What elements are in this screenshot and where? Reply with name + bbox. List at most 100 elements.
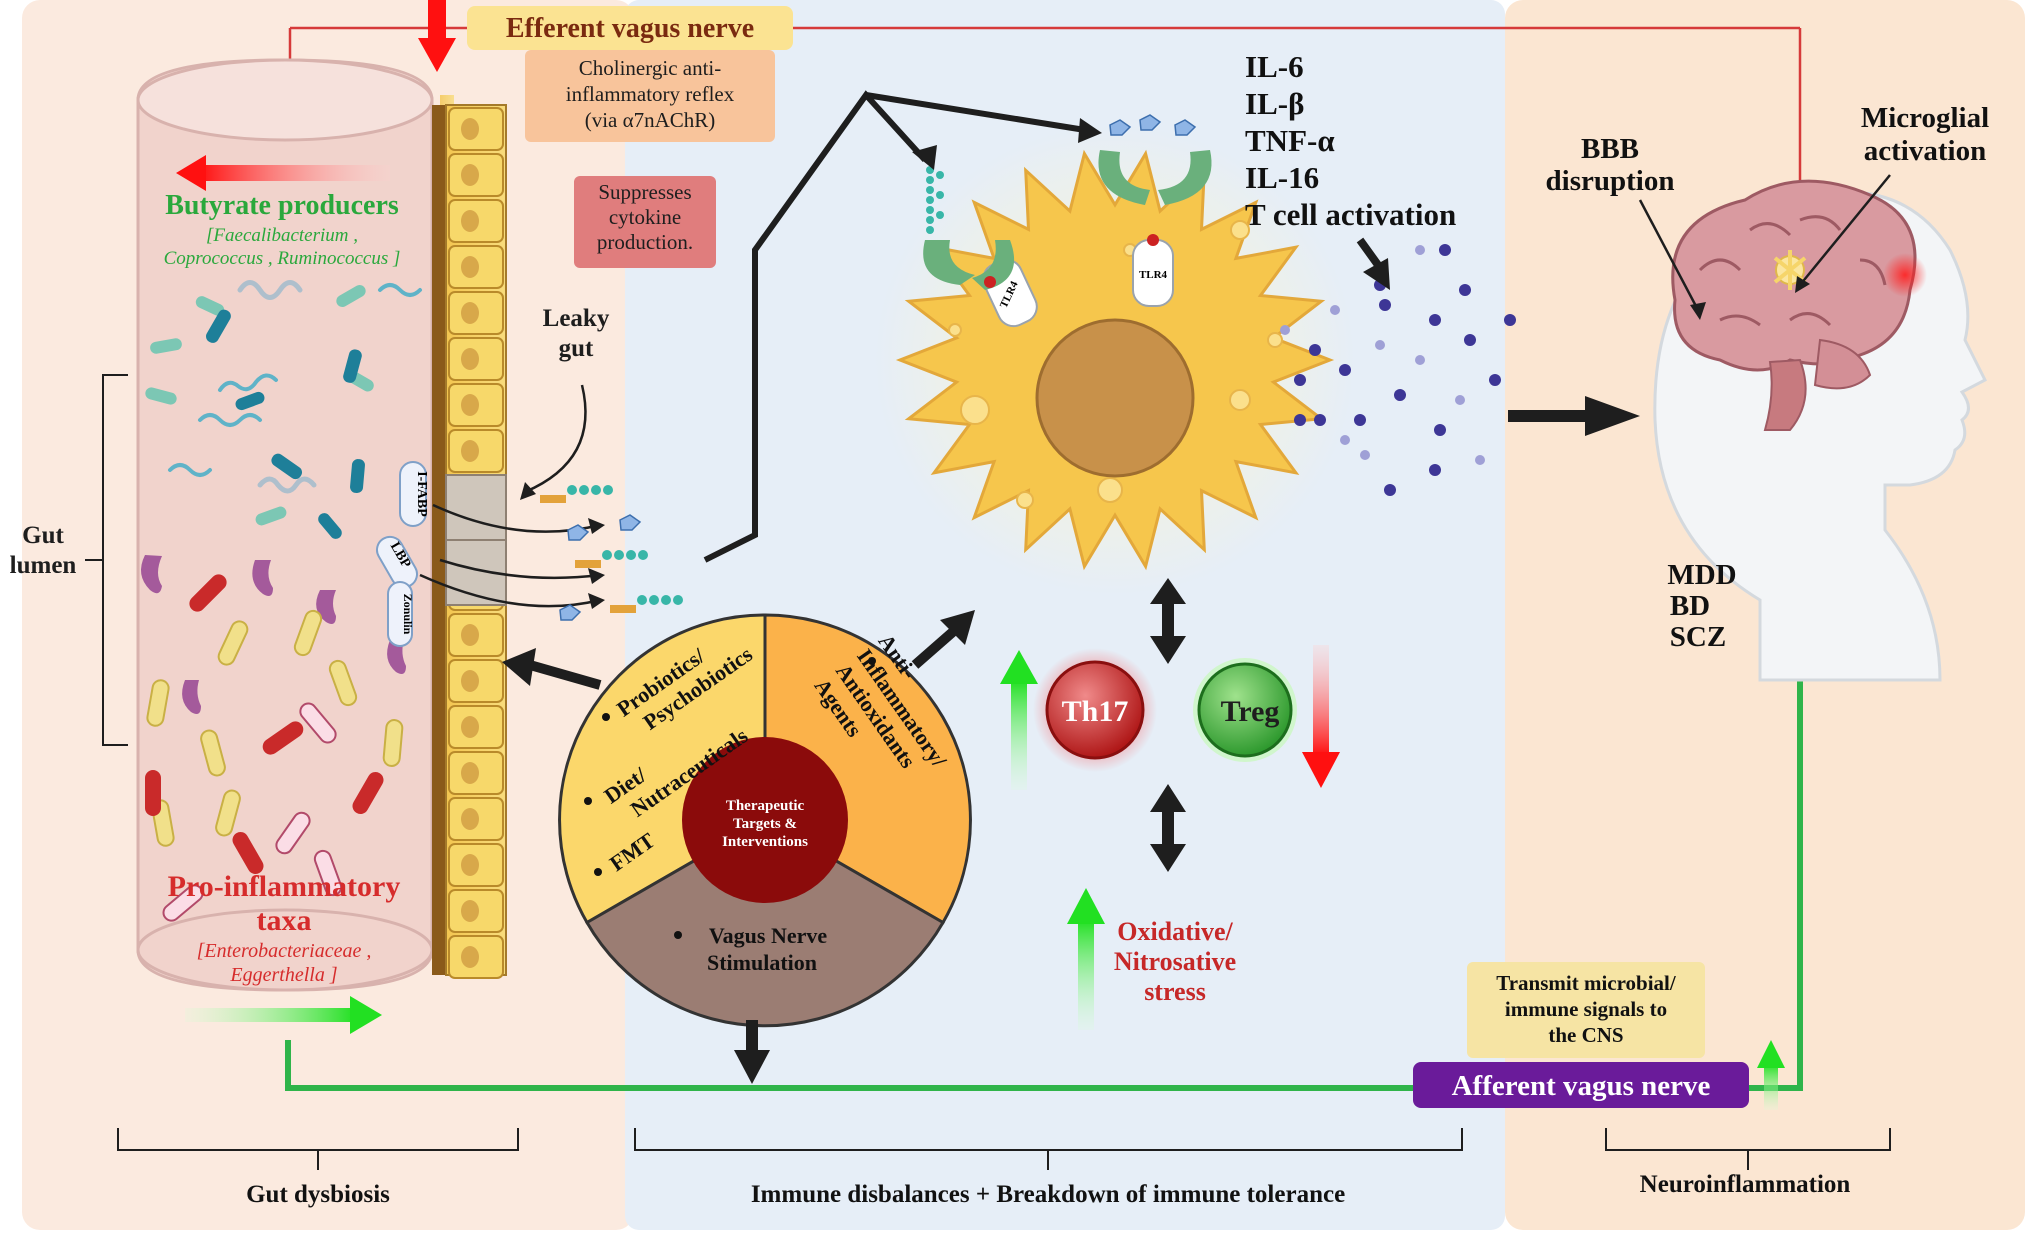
therapy-center-3: Interventions <box>722 834 808 850</box>
treg-decrease-arrow <box>1302 645 1340 788</box>
epithelial-nucleus <box>461 394 479 416</box>
cytokine-dot <box>1489 374 1501 386</box>
epithelial-nucleus <box>461 762 479 784</box>
disorder-2: BD <box>1670 590 1710 622</box>
cytokine-4: IL-16 <box>1245 160 1319 195</box>
cell-th-double-arrow <box>1150 578 1186 664</box>
cytokine-dot <box>1294 414 1306 426</box>
cytokine-particles <box>1280 244 1516 496</box>
epithelial-nucleus <box>461 118 479 140</box>
inflammation-glow <box>1883 253 1927 297</box>
transmit-2: immune signals to <box>1505 997 1667 1021</box>
transmit-1: Transmit microbial/ <box>1496 971 1677 995</box>
bullet-probiotics <box>602 713 610 721</box>
reflex-line-1: Cholinergic anti- <box>579 56 722 80</box>
cytokine-dot <box>1294 374 1306 386</box>
cytokine-dot <box>1429 464 1441 476</box>
efferent-vagus-label: Efferent vagus nerve <box>506 13 754 44</box>
transmit-3: the CNS <box>1548 1023 1623 1047</box>
cytokine-pointer-arrow <box>1356 237 1382 268</box>
pamp-ligands <box>926 114 1197 234</box>
bullet-fmt <box>594 868 602 876</box>
reflex-line-2: inflammatory reflex <box>566 82 735 106</box>
lps-molecules <box>540 485 683 621</box>
epithelial-nucleus <box>461 716 479 738</box>
afferent-vagus-label: Afferent vagus nerve <box>1452 1070 1711 1102</box>
epithelial-nucleus <box>461 624 479 646</box>
epithelial-nucleus <box>461 348 479 370</box>
epithelial-nucleus <box>461 808 479 830</box>
bullet-vagus <box>674 931 682 939</box>
th17-increase-arrow <box>1000 650 1038 790</box>
proinflam-title-2: taxa <box>257 904 312 937</box>
therapy-item-5a: Vagus Nerve <box>709 923 828 948</box>
oxidative-1: Oxidative/ <box>1117 917 1233 946</box>
epithelial-nucleus <box>461 164 479 186</box>
cytokine-dot <box>1415 355 1425 365</box>
gut-lumen-1: Gut <box>22 522 64 549</box>
cytokine-dot <box>1455 395 1465 405</box>
brain-pointer-arrows <box>1638 174 1891 311</box>
leaky-gut-arrowheads <box>520 482 605 609</box>
th17-label: Th17 <box>1062 695 1129 728</box>
cytokine-dot <box>1339 364 1351 376</box>
proinflam-taxa-1: [Enterobacteriaceae , <box>197 940 372 962</box>
tight-junction-gap <box>445 474 507 606</box>
marker-ifabp-label: I-FABP <box>414 471 429 517</box>
cytokine-dot <box>1415 245 1425 255</box>
cell-nucleus <box>1035 318 1195 478</box>
suppress-box <box>574 176 716 268</box>
epithelial-nucleus <box>461 854 479 876</box>
microglia-1: Microglial <box>1861 102 1989 134</box>
epithelial-nucleus <box>461 256 479 278</box>
sector-brown <box>584 818 946 1028</box>
butyrate-title: Butyrate producers <box>165 190 399 221</box>
oxidative-2: Nitrosative <box>1114 947 1236 976</box>
cytokine-dot <box>1394 389 1406 401</box>
epithelial-nucleus <box>461 440 479 462</box>
cytokine-dot <box>1280 325 1290 335</box>
cytokine-dot <box>1309 344 1321 356</box>
cytokine-dot <box>1464 334 1476 346</box>
epithelial-nucleus <box>461 302 479 324</box>
marker-zonulin-label: Zonulin <box>401 594 415 635</box>
caption-neuroinflammation: Neuroinflammation <box>1640 1171 1851 1198</box>
marker-ifabp: I-FABP <box>399 461 429 527</box>
cytokine-dot <box>1459 284 1471 296</box>
disorder-3: SCZ <box>1670 621 1726 653</box>
gut-lumen-2: lumen <box>10 552 77 579</box>
caption-immune: Immune disbalances + Breakdown of immune… <box>751 1181 1345 1208</box>
treg-label: Treg <box>1221 695 1280 728</box>
reflex-box <box>525 50 775 142</box>
therapy-center-2: Targets & <box>733 816 797 832</box>
epithelial-nucleus <box>461 670 479 692</box>
cytokine-dot <box>1475 455 1485 465</box>
bbb-arrowhead <box>1690 302 1706 320</box>
epithelial-nucleus <box>461 210 479 232</box>
cytokine-dot <box>1439 244 1451 256</box>
cytokine-dot <box>1314 414 1326 426</box>
tlr4-label-right: TLR4 <box>1139 269 1168 281</box>
cytokine-dot <box>1375 340 1385 350</box>
therapy-center <box>682 737 848 903</box>
caption-gut-dysbiosis: Gut dysbiosis <box>246 1181 390 1208</box>
th-stress-double-arrow <box>1150 784 1186 872</box>
afferent-vagus-box <box>1413 1062 1749 1108</box>
cytokine-dot <box>1429 314 1441 326</box>
bullet-anti <box>868 657 876 665</box>
bbb-1: BBB <box>1581 133 1639 165</box>
butyrate-decrease-arrow <box>176 155 390 191</box>
therapy-item-5b: Stimulation <box>707 950 817 975</box>
cytokine-dot <box>1434 424 1446 436</box>
epithelial-nucleus <box>461 946 479 968</box>
microbiota-illustration <box>141 280 422 922</box>
cytokine-dot <box>1384 484 1396 496</box>
bullet-diet <box>584 797 592 805</box>
oxidative-3: stress <box>1144 977 1206 1006</box>
therapy-center-1: Therapeutic <box>726 798 805 814</box>
treg-cell <box>1197 662 1293 758</box>
cytokine-dot <box>1379 299 1391 311</box>
butyrate-taxa-1: [Faecalibacterium , <box>206 225 358 246</box>
cytokine-dot <box>1360 450 1370 460</box>
cytokine-2: IL-β <box>1245 86 1304 121</box>
